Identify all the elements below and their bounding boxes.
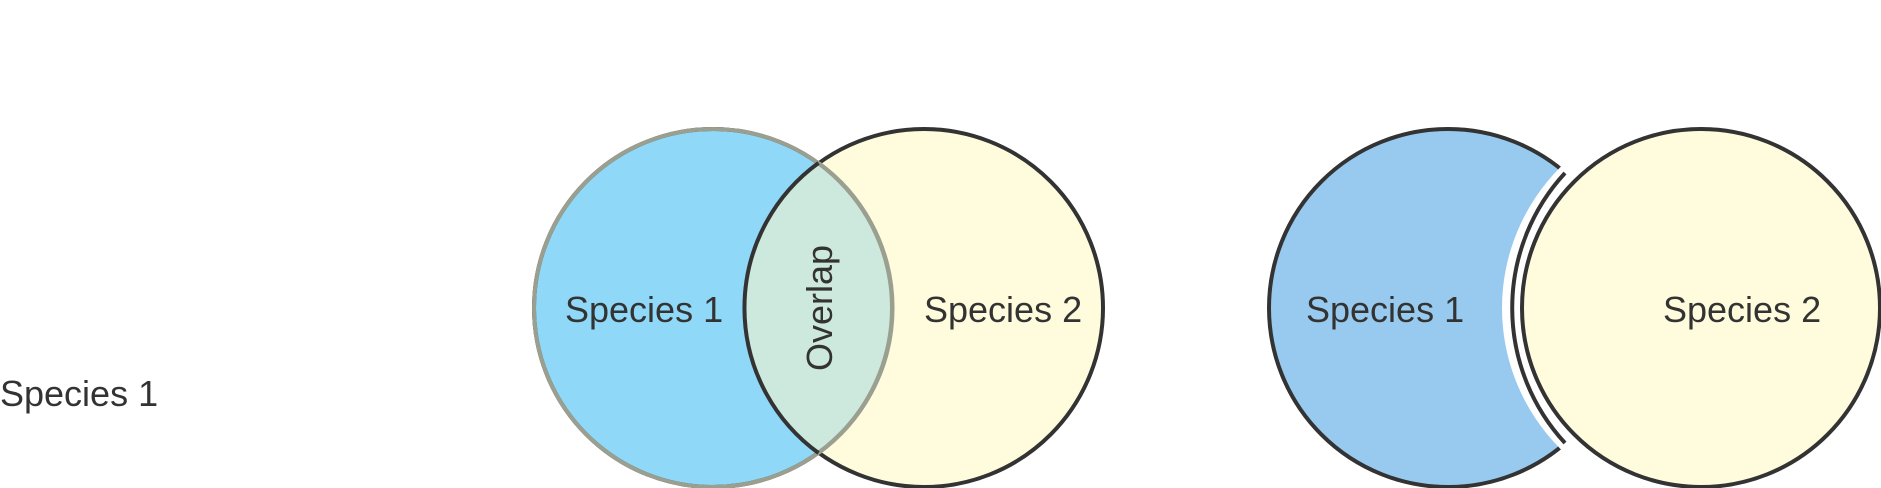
species-2-circle-separated [1520, 127, 1881, 488]
species-2-label-separated: Species 2 [1663, 289, 1821, 330]
species-2-label: Species 2 [924, 289, 1082, 330]
overlap-region [745, 129, 892, 487]
standalone-species-1-label: Species 1 [0, 373, 158, 414]
species-1-label-separated: Species 1 [1306, 289, 1464, 330]
overlap-label: Overlap [799, 245, 840, 371]
overlap-right-arc [817, 161, 895, 455]
overlapping-venn: Species 1 Overlap Species 2 [532, 127, 1105, 488]
separated-venn: Species 1 Species 2 [1267, 127, 1881, 488]
crescent-cut-edge [1510, 171, 1567, 445]
species-1-label: Species 1 [565, 289, 723, 330]
overlap-left-arc [742, 161, 820, 455]
